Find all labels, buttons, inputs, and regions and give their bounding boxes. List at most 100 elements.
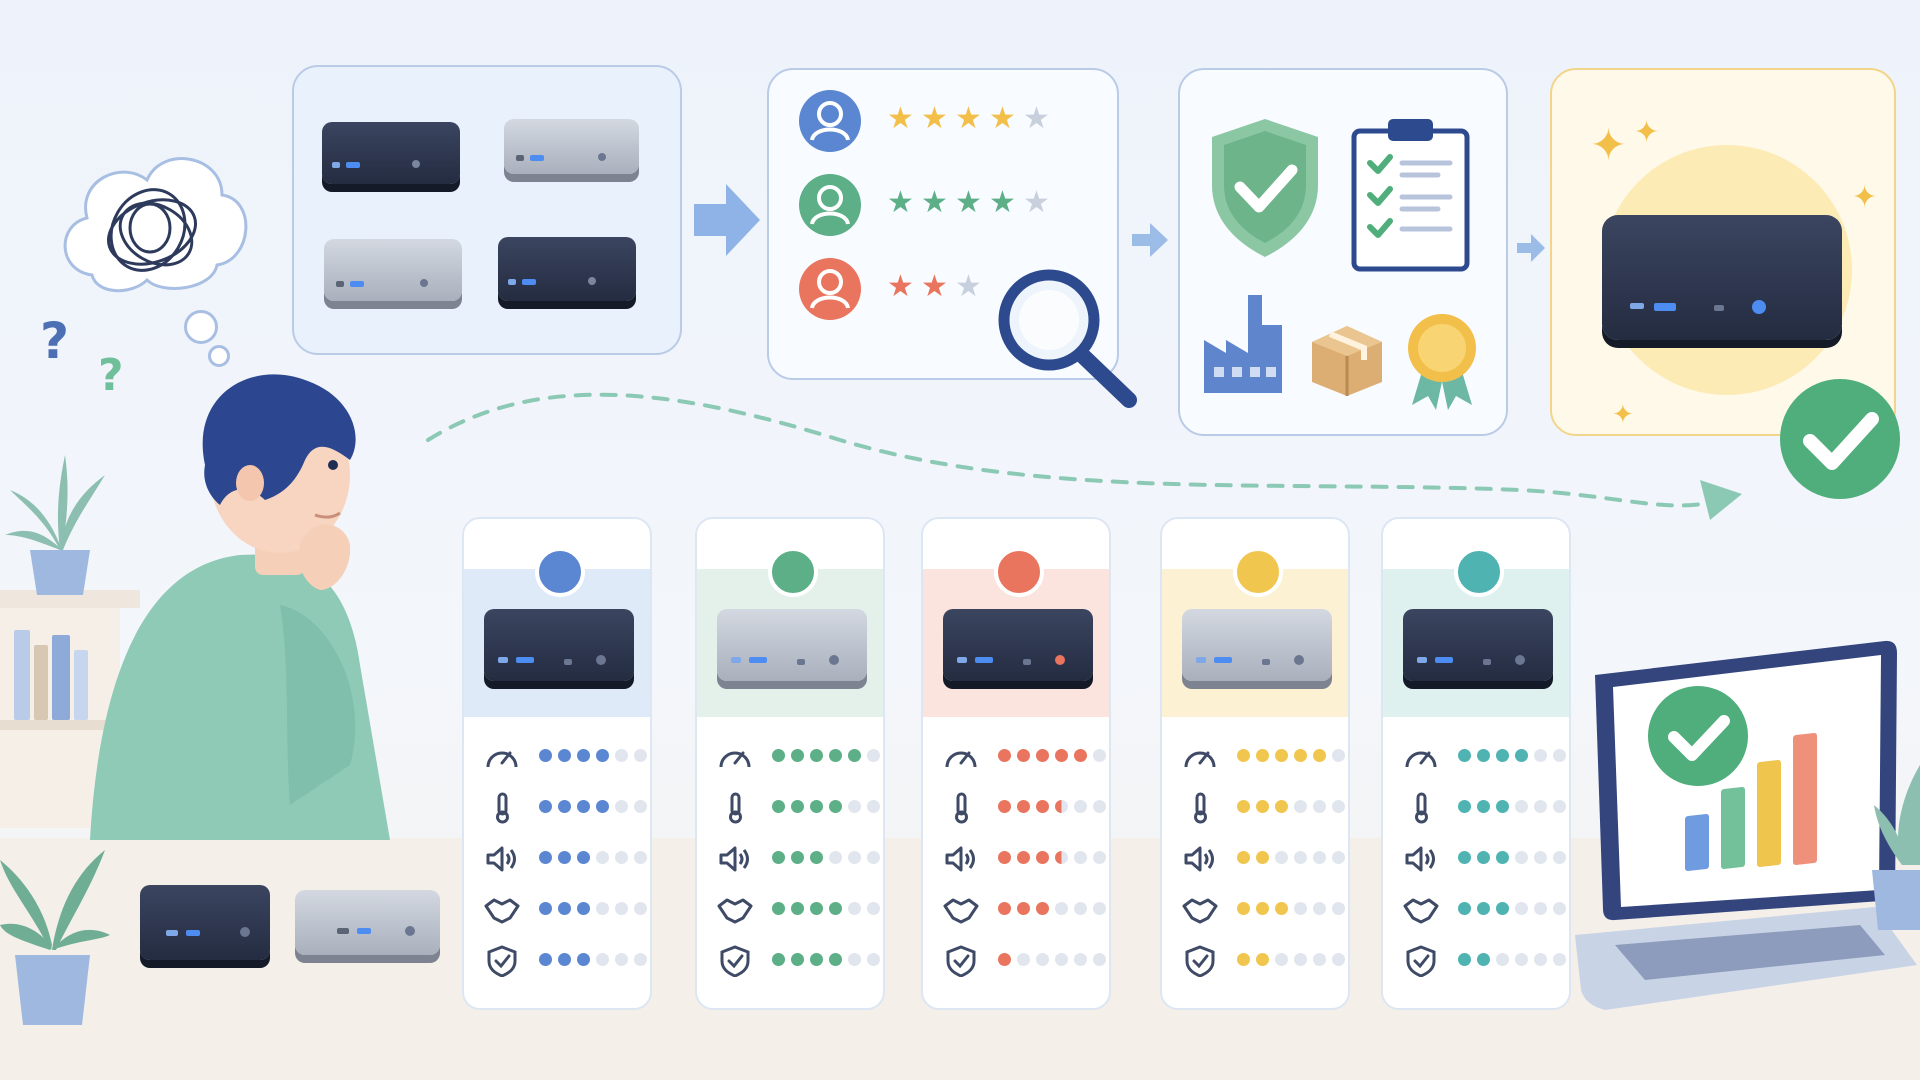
rating-dot (829, 902, 842, 915)
rating-row (697, 941, 883, 981)
speaker-icon (943, 843, 979, 875)
rating-row (464, 788, 650, 828)
arrow-right-icon (1515, 232, 1547, 264)
rating-dot (1093, 902, 1106, 915)
rating-row (697, 839, 883, 879)
mini-pc-silver (504, 119, 639, 174)
rating-dot (577, 902, 590, 915)
rating-dots (1458, 851, 1566, 864)
magnifier-icon (994, 265, 1144, 410)
speedometer-icon (1403, 741, 1439, 773)
comparison-card (921, 517, 1111, 1010)
award-ribbon-icon (1402, 310, 1482, 410)
handshake-icon (1182, 894, 1218, 926)
rating-dots (539, 851, 647, 864)
rating-dot (1496, 953, 1509, 966)
thermometer-icon (717, 792, 753, 824)
rating-dot (998, 800, 1011, 813)
rating-dot (1275, 953, 1288, 966)
thermometer-icon (943, 792, 979, 824)
bar-chart-icon (1685, 730, 1845, 880)
rating-dot (539, 953, 552, 966)
rating-dot (1332, 902, 1345, 915)
handshake-icon (943, 894, 979, 926)
sparkle-icon: ✦ (1852, 180, 1878, 215)
rating-star-icon: ★ (887, 269, 914, 304)
rating-dot (1017, 851, 1030, 864)
rating-row (464, 839, 650, 879)
rating-dot (1458, 800, 1471, 813)
factory-icon (1202, 295, 1284, 395)
rating-dots (1458, 902, 1566, 915)
rating-star-icon: ★ (921, 269, 948, 304)
rating-dot (1496, 800, 1509, 813)
rating-dot (1036, 800, 1049, 813)
card-color-dot (1233, 547, 1283, 597)
rating-dot (596, 902, 609, 915)
rating-row (1162, 839, 1348, 879)
handshake-icon (717, 894, 753, 926)
shield-icon (943, 945, 979, 978)
rating-dots (772, 902, 880, 915)
rating-dot (998, 902, 1011, 915)
desk-device-silver (295, 890, 440, 955)
rating-dot (1017, 953, 1030, 966)
rating-dot (1477, 953, 1490, 966)
rating-dot (558, 749, 571, 762)
shield-check-icon (1208, 115, 1323, 260)
rating-dot (634, 749, 647, 762)
rating-dots (1237, 749, 1345, 762)
rating-dot (1256, 749, 1269, 762)
rating-dot (1294, 902, 1307, 915)
comparison-card (1160, 517, 1350, 1010)
rating-dot (1093, 800, 1106, 813)
rating-dots (998, 851, 1106, 864)
sparkle-icon: ✦ (1590, 120, 1627, 171)
rating-dot (615, 851, 628, 864)
rating-star-icon: ★ (955, 269, 982, 304)
rating-dot (1074, 749, 1087, 762)
rating-dot (1313, 749, 1326, 762)
mini-pc-dark (498, 237, 636, 301)
mini-pc-silver (324, 239, 462, 301)
rating-dot (634, 800, 647, 813)
question-mark-icon: ? (98, 350, 124, 401)
rating-row (1383, 839, 1569, 879)
rating-row (923, 788, 1109, 828)
arrow-right-icon (692, 180, 762, 260)
rating-dot (791, 953, 804, 966)
rating-dot (596, 749, 609, 762)
rating-dot (1237, 851, 1250, 864)
rating-dot (791, 749, 804, 762)
rating-dot (1017, 902, 1030, 915)
rating-dots (998, 953, 1106, 966)
rating-dot (1313, 953, 1326, 966)
desk-device-dark (140, 885, 270, 960)
rating-dot (615, 902, 628, 915)
rating-row (697, 788, 883, 828)
rating-dots (539, 749, 647, 762)
rating-dot (829, 749, 842, 762)
rating-dot (848, 851, 861, 864)
rating-row (1162, 737, 1348, 777)
sparkle-icon: ✦ (1612, 400, 1634, 430)
rating-row (1162, 890, 1348, 930)
speedometer-icon (484, 741, 520, 773)
options-panel (292, 65, 682, 355)
rating-dot (539, 800, 552, 813)
rating-dot (1534, 851, 1547, 864)
rating-dot (829, 953, 842, 966)
card-color-dot (535, 547, 585, 597)
rating-dot (615, 953, 628, 966)
rating-dot (634, 953, 647, 966)
rating-dot (1055, 749, 1068, 762)
rating-dot (791, 851, 804, 864)
rating-dots (998, 800, 1106, 813)
rating-dot (1515, 800, 1528, 813)
mini-pc-silver (717, 609, 867, 681)
verification-panel (1178, 68, 1508, 436)
rating-dot (998, 851, 1011, 864)
rating-dot (1074, 902, 1087, 915)
sparkle-icon: ✦ (1634, 115, 1660, 150)
rating-dot (848, 953, 861, 966)
